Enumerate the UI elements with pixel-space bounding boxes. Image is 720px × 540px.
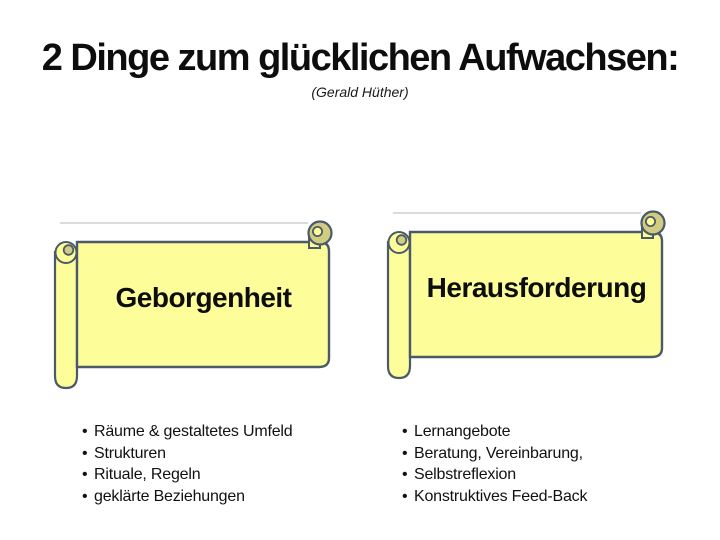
scroll-label-geborgenheit: Geborgenheit (115, 282, 292, 313)
list-item-text: Selbstreflexion (414, 466, 516, 484)
bullet-icon: • (402, 423, 408, 440)
bullet-icon: • (82, 466, 88, 484)
bullet-icon: • (402, 466, 408, 484)
list-item: • Räume & gestaltetes Umfeld (82, 421, 372, 443)
scroll-shape-herausforderung (386, 210, 666, 380)
bullet-list-herausforderung: • Lernangebote • Beratung, Vereinbarung,… (402, 421, 692, 507)
list-item-text: Räume & gestaltetes Umfeld (94, 423, 293, 440)
scroll-label-herausforderung: Herausforderung (426, 272, 647, 303)
bullet-icon: • (82, 444, 88, 462)
list-item: • Strukturen (82, 443, 372, 465)
list-item-text: Konstruktives Feed-Back (414, 487, 588, 505)
list-item: • geklärte Beziehungen (82, 486, 372, 508)
list-item: • Rituale, Regeln (82, 464, 372, 486)
list-item: • Konstruktives Feed-Back (402, 486, 692, 508)
slide-title: 2 Dinge zum glücklichen Aufwachsen: (41, 37, 680, 79)
scroll-spiral-core-icon (395, 234, 408, 246)
scroll-shape-geborgenheit (53, 220, 333, 390)
list-item-text: Beratung, Vereinbarung, (414, 444, 583, 462)
list-item: • Lernangebote (402, 421, 692, 443)
list-item: • Selbstreflexion (402, 464, 692, 486)
bullet-icon: • (82, 423, 88, 440)
bullet-icon: • (402, 487, 408, 505)
bullet-list-geborgenheit: • Räume & gestaltetes Umfeld • Strukture… (82, 421, 372, 507)
scroll-spiral-core-icon (62, 244, 75, 256)
scroll-tube (386, 240, 412, 380)
scroll-tube (53, 250, 79, 390)
list-item-text: geklärte Beziehungen (94, 487, 245, 505)
list-item-text: Lernangebote (414, 423, 511, 440)
scroll-curl-core-icon (311, 225, 323, 237)
list-item-text: Strukturen (94, 444, 166, 462)
list-item: • Beratung, Vereinbarung, (402, 443, 692, 465)
bullet-icon: • (82, 487, 88, 505)
bullet-icon: • (402, 444, 408, 462)
scroll-curl-core-icon (644, 215, 656, 227)
list-item-text: Rituale, Regeln (94, 466, 201, 484)
slide-subtitle: (Gerald Hüther) (311, 84, 409, 100)
